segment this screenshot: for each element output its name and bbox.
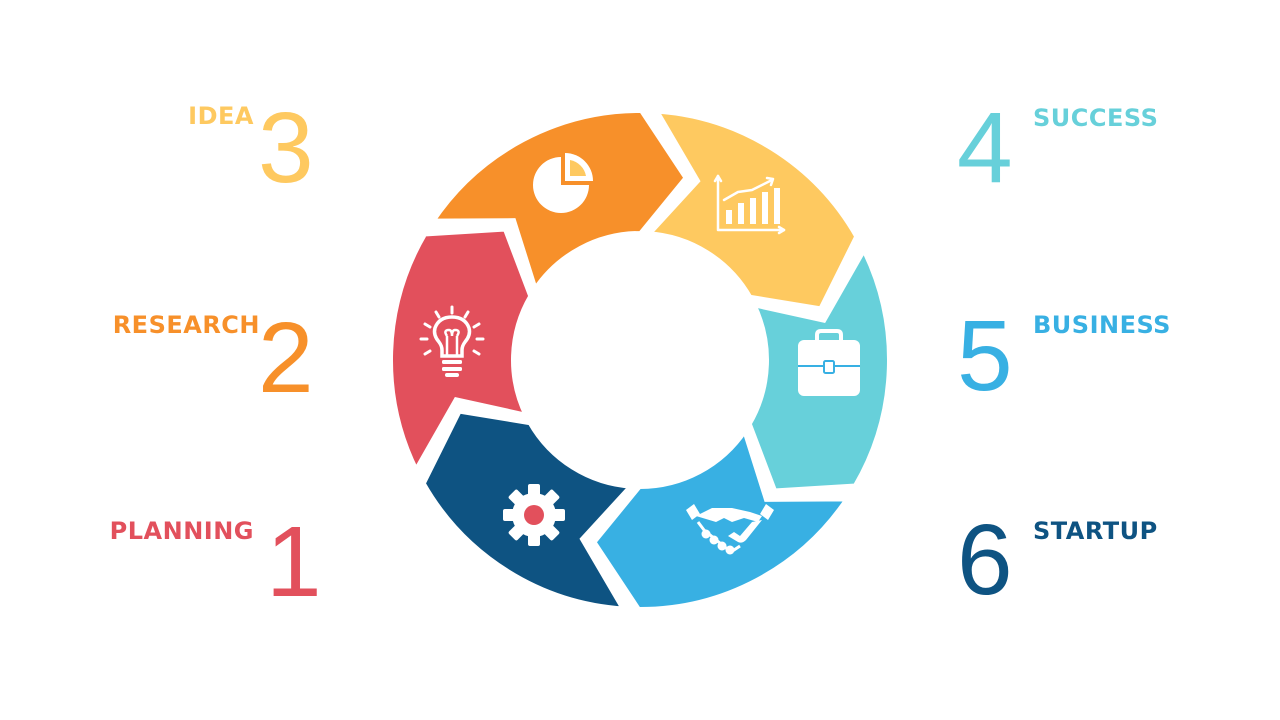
segment-business [589,422,854,613]
step-3-number: 3 [258,92,314,204]
step-4-number: 4 [957,92,1013,204]
briefcase-icon [798,329,860,396]
step-6-label: STARTUP [1033,517,1158,545]
bar-chart-icon [713,174,786,235]
handshake-icon [686,504,774,555]
gear-icon [503,484,565,546]
step-3-label: IDEA [188,102,254,130]
lightbulb-icon [419,305,485,377]
step-5-label: BUSINESS [1033,311,1171,339]
pie-chart-icon [533,153,593,213]
step-1-number: 1 [266,506,322,618]
step-2-label: RESEARCH [112,311,260,339]
step-5-number: 5 [957,300,1013,412]
step-4-label: SUCCESS [1033,104,1159,132]
step-2-number: 2 [258,302,314,414]
step-1-label: PLANNING [109,517,254,545]
step-6-number: 6 [957,504,1013,616]
